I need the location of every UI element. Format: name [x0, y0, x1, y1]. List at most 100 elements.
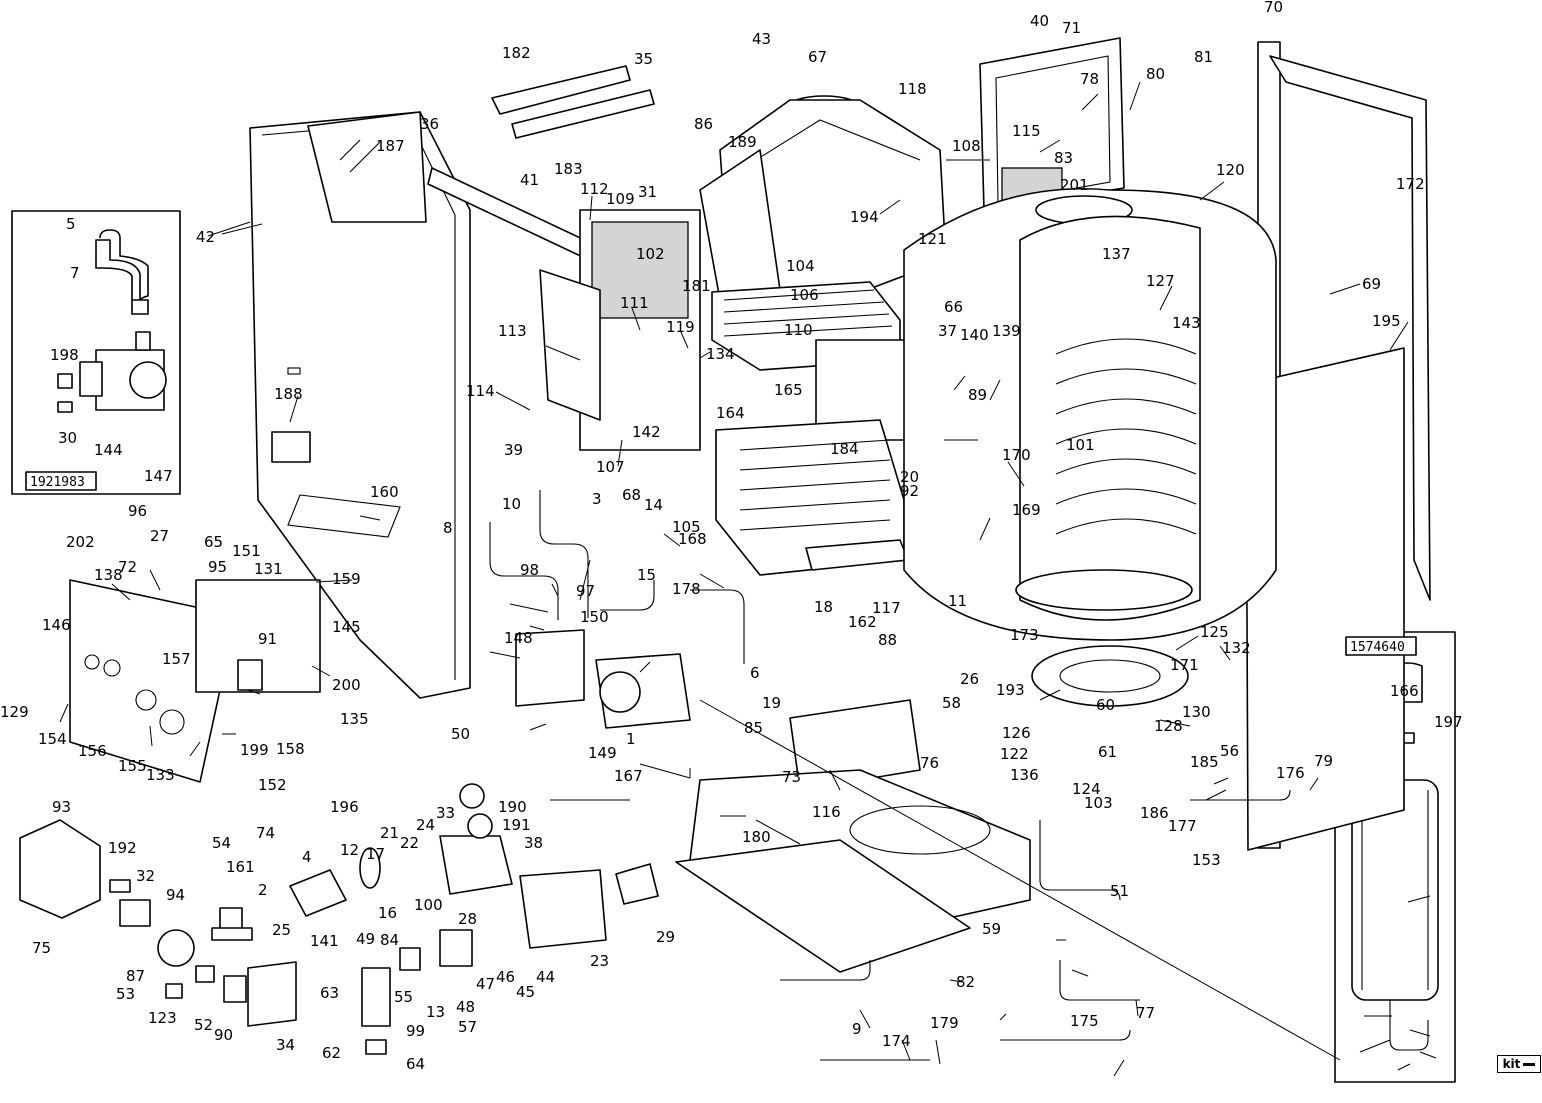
callout-2: 2: [258, 881, 268, 899]
callout-18: 18: [814, 598, 833, 616]
callout-63: 63: [320, 984, 339, 1002]
callout-82: 82: [956, 973, 975, 991]
callout-93: 93: [52, 798, 71, 816]
callout-80: 80: [1146, 65, 1165, 83]
callout-42: 42: [196, 228, 215, 246]
callout-174: 174: [882, 1032, 911, 1050]
callout-89: 89: [968, 386, 987, 404]
callout-109: 109: [606, 190, 635, 208]
callout-16: 16: [378, 904, 397, 922]
callout-120: 120: [1216, 161, 1245, 179]
callout-21: 21: [380, 824, 399, 842]
callout-127: 127: [1146, 272, 1175, 290]
callout-52: 52: [194, 1016, 213, 1034]
callout-40: 40: [1030, 12, 1049, 30]
callout-32: 32: [136, 867, 155, 885]
callout-45: 45: [516, 983, 535, 1001]
callout-129: 129: [0, 703, 29, 721]
callout-81: 81: [1194, 48, 1213, 66]
callout-37: 37: [938, 322, 957, 340]
callout-12: 12: [340, 841, 359, 859]
callout-198: 198: [50, 346, 79, 364]
callout-167: 167: [614, 767, 643, 785]
callout-166: 166: [1390, 682, 1419, 700]
callout-62: 62: [322, 1044, 341, 1062]
callout-84: 84: [380, 931, 399, 949]
callout-114: 114: [466, 382, 495, 400]
callout-41: 41: [520, 171, 539, 189]
callout-142: 142: [632, 423, 661, 441]
callout-100: 100: [414, 896, 443, 914]
callout-101: 101: [1066, 436, 1095, 454]
callout-184: 184: [830, 440, 859, 458]
callout-91: 91: [258, 630, 277, 648]
base-tray: [675, 769, 1031, 973]
callout-168: 168: [678, 530, 707, 548]
kit-badge: kit: [1497, 1055, 1541, 1073]
callout-88: 88: [878, 631, 897, 649]
callout-86: 86: [694, 115, 713, 133]
callout-72: 72: [118, 558, 137, 576]
callout-135: 135: [340, 710, 369, 728]
callout-49: 49: [356, 930, 375, 948]
callout-19: 19: [762, 694, 781, 712]
callout-133: 133: [146, 766, 175, 784]
callout-7: 7: [70, 264, 80, 282]
callout-79: 79: [1314, 752, 1333, 770]
callout-144: 144: [94, 441, 123, 459]
callout-140: 140: [960, 326, 989, 344]
callout-77: 77: [1136, 1004, 1155, 1022]
callout-92: 92: [900, 482, 919, 500]
callout-24: 24: [416, 816, 435, 834]
callout-4: 4: [302, 848, 312, 866]
callout-121: 121: [918, 230, 947, 248]
callout-76: 76: [920, 754, 939, 772]
callout-134: 134: [706, 345, 735, 363]
callout-78: 78: [1080, 70, 1099, 88]
callout-28: 28: [458, 910, 477, 928]
burner-assembly: [715, 419, 909, 576]
callout-6: 6: [750, 664, 760, 682]
callout-131: 131: [254, 560, 283, 578]
callout-180: 180: [742, 828, 771, 846]
callout-169: 169: [1012, 501, 1041, 519]
callout-labels: 1 2 3 4 5 6 7 8 9 10 11 12 13 14 15 16 1…: [0, 0, 1463, 1073]
callout-130: 130: [1182, 703, 1211, 721]
callout-30: 30: [58, 429, 77, 447]
callout-181: 181: [682, 277, 711, 295]
callout-110: 110: [784, 321, 813, 339]
callout-183: 183: [554, 160, 583, 178]
callout-85: 85: [744, 719, 763, 737]
callout-74: 74: [256, 824, 275, 842]
callout-23: 23: [590, 952, 609, 970]
callout-73: 73: [782, 768, 801, 786]
callout-50: 50: [451, 725, 470, 743]
callout-96: 96: [128, 502, 147, 520]
callout-117: 117: [872, 599, 901, 617]
callout-159: 159: [332, 570, 361, 588]
control-panel: [69, 579, 321, 783]
callout-119: 119: [666, 318, 695, 336]
callout-143: 143: [1172, 314, 1201, 332]
kit-badge-label: kit: [1502, 1057, 1521, 1071]
callout-26: 26: [960, 670, 979, 688]
callout-188: 188: [274, 385, 303, 403]
callout-147: 147: [144, 467, 173, 485]
callout-106: 106: [790, 286, 819, 304]
callout-112: 112: [580, 180, 609, 198]
callout-33: 33: [436, 804, 455, 822]
callout-69: 69: [1362, 275, 1381, 293]
callout-59: 59: [982, 920, 1001, 938]
callout-118: 118: [898, 80, 927, 98]
callout-195: 195: [1372, 312, 1401, 330]
loose-small-parts: [19, 783, 659, 1055]
callout-35: 35: [634, 50, 653, 68]
hydraulic-block-and-pump: [515, 629, 921, 791]
callout-27: 27: [150, 527, 169, 545]
callout-53: 53: [116, 985, 135, 1003]
callout-29: 29: [656, 928, 675, 946]
callout-149: 149: [588, 744, 617, 762]
callout-182: 182: [502, 44, 531, 62]
callout-54: 54: [212, 834, 231, 852]
